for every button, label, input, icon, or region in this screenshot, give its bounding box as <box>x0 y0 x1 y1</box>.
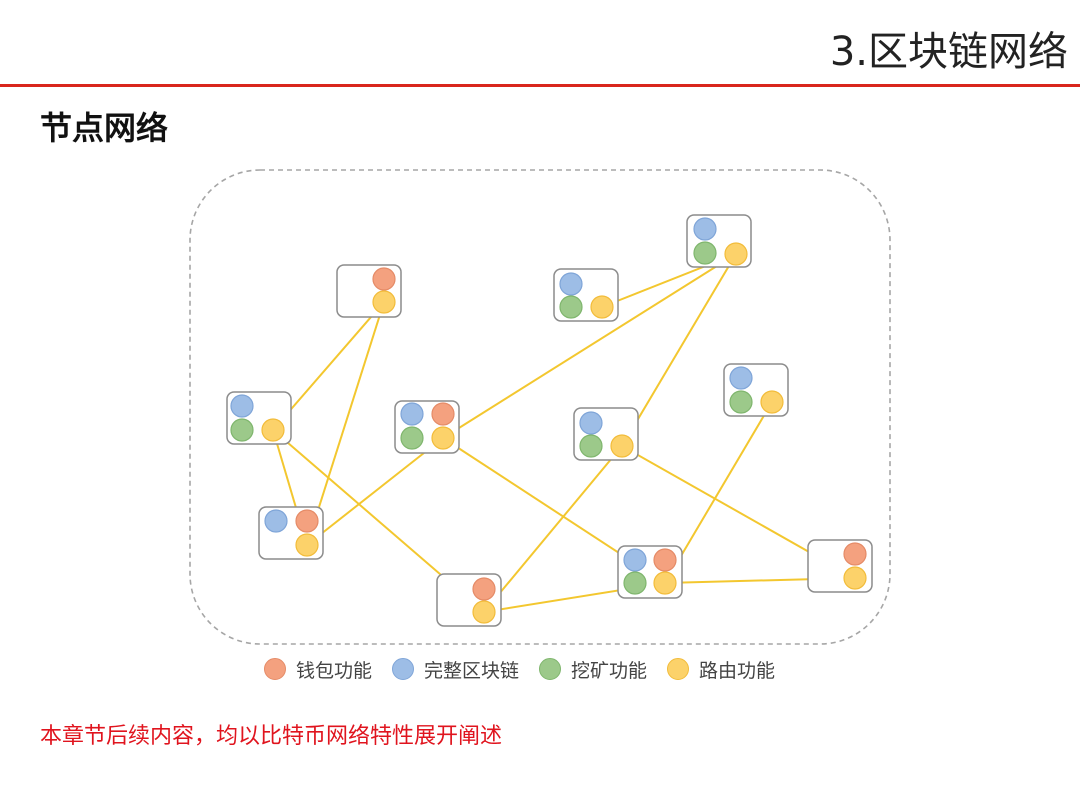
wallet-function-icon <box>431 402 455 426</box>
legend-label: 完整区块链 <box>424 659 520 682</box>
network-node-n2 <box>686 214 752 268</box>
mining-function-icon <box>729 390 753 414</box>
network-node-n5 <box>394 400 460 454</box>
blockchain-dot-icon <box>392 658 415 680</box>
mining-function-icon <box>230 418 254 442</box>
mining-dot-icon <box>539 658 562 680</box>
routing-function-icon <box>261 418 285 442</box>
link-n6-n10 <box>483 445 623 613</box>
routing-function-icon <box>843 566 867 590</box>
full-blockchain-function-icon <box>579 411 603 435</box>
legend-label: 钱包功能 <box>296 659 373 682</box>
routing-function-icon <box>760 390 784 414</box>
network-node-n7 <box>723 363 789 417</box>
network-node-n1 <box>336 264 402 318</box>
legend-item-full-blockchain: 完整区块链 <box>392 656 519 683</box>
full-blockchain-function-icon <box>400 402 424 426</box>
network-boundary <box>189 169 891 645</box>
network-node-n10 <box>436 573 502 627</box>
full-blockchain-function-icon <box>729 366 753 390</box>
wallet-function-icon <box>472 577 496 601</box>
legend-item-mining: 挖矿功能 <box>539 656 647 683</box>
wallet-function-icon <box>372 267 396 291</box>
full-blockchain-function-icon <box>693 217 717 241</box>
legend-label: 路由功能 <box>699 659 776 682</box>
section-title: 节点网络 <box>40 109 169 147</box>
routing-function-icon <box>431 426 455 450</box>
footer-note: 本章节后续内容，均以比特币网络特性展开阐述 <box>40 724 503 749</box>
routing-function-icon <box>372 290 396 314</box>
full-blockchain-function-icon <box>623 548 647 572</box>
routing-function-icon <box>724 242 748 266</box>
legend: 钱包功能 完整区块链 挖矿功能 路由功能 <box>264 656 795 682</box>
routing-dot-icon <box>667 658 690 680</box>
routing-function-icon <box>610 434 634 458</box>
mining-function-icon <box>579 434 603 458</box>
wallet-function-icon <box>843 542 867 566</box>
full-blockchain-function-icon <box>264 509 288 533</box>
link-n7-n9 <box>664 401 773 584</box>
legend-label: 挖矿功能 <box>571 659 648 682</box>
routing-function-icon <box>295 533 319 557</box>
nodes-layer <box>226 214 873 627</box>
mining-function-icon <box>693 241 717 265</box>
link-n1-n8 <box>306 301 385 546</box>
network-node-n6 <box>573 407 639 461</box>
full-blockchain-function-icon <box>230 394 254 418</box>
wallet-dot-icon <box>264 658 286 680</box>
wallet-function-icon <box>295 509 319 533</box>
network-node-n4 <box>226 391 292 445</box>
legend-item-wallet: 钱包功能 <box>264 656 372 683</box>
mining-function-icon <box>623 571 647 595</box>
full-blockchain-function-icon <box>559 272 583 296</box>
mining-function-icon <box>400 426 424 450</box>
routing-function-icon <box>590 295 614 319</box>
network-node-n11 <box>807 539 873 593</box>
routing-function-icon <box>472 600 496 624</box>
link-n2-n6 <box>621 253 737 447</box>
page-title: 3.区块链网络 <box>829 29 1068 75</box>
header-divider <box>0 84 1080 87</box>
network-node-n8 <box>258 506 324 560</box>
network-node-n3 <box>553 268 619 322</box>
network-node-n9 <box>617 545 683 599</box>
link-n5-n2 <box>442 253 737 439</box>
link-n8-n5 <box>306 437 444 546</box>
routing-function-icon <box>653 571 677 595</box>
mining-function-icon <box>559 295 583 319</box>
legend-item-routing: 路由功能 <box>667 656 775 683</box>
wallet-function-icon <box>653 548 677 572</box>
